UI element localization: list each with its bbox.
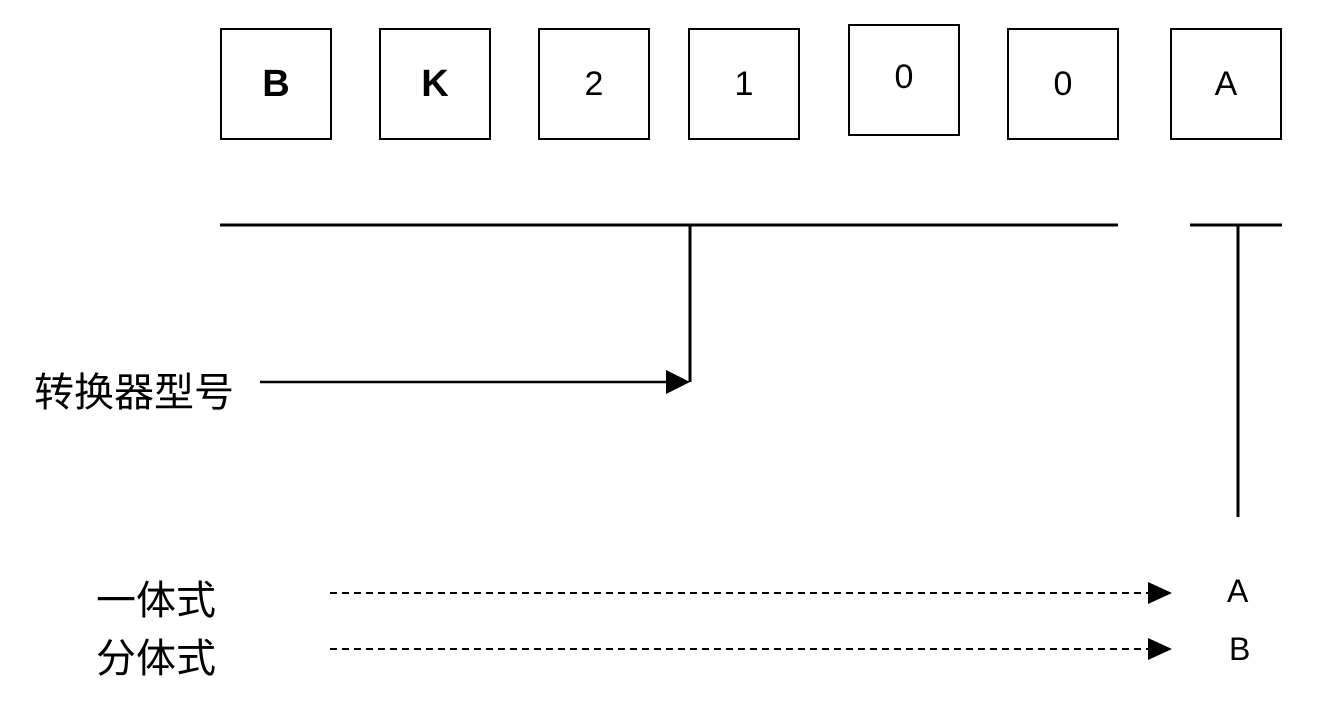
model-label: 转换器型号 bbox=[34, 370, 234, 416]
code-box-5: 0 bbox=[848, 24, 960, 136]
integrated-code: A bbox=[1227, 573, 1249, 609]
code-box-1: B bbox=[220, 28, 332, 140]
split-arrowhead bbox=[1148, 638, 1172, 660]
integrated-label: 一体式 bbox=[96, 578, 216, 624]
code-box-3: 2 bbox=[538, 28, 650, 140]
code-char: B bbox=[262, 62, 290, 105]
code-box-2: K bbox=[379, 28, 491, 140]
code-char: 0 bbox=[1053, 64, 1073, 103]
split-label: 分体式 bbox=[96, 636, 216, 682]
split-code: B bbox=[1229, 631, 1251, 667]
code-char: 0 bbox=[894, 58, 914, 96]
integrated-arrowhead bbox=[1148, 582, 1172, 604]
code-char: A bbox=[1214, 64, 1238, 103]
code-char: 2 bbox=[584, 64, 604, 103]
code-box-4: 1 bbox=[688, 28, 800, 140]
code-char: K bbox=[421, 62, 449, 105]
code-char: 1 bbox=[734, 64, 754, 103]
code-box-7: A bbox=[1170, 28, 1282, 140]
model-arrowhead bbox=[666, 370, 690, 394]
code-box-6: 0 bbox=[1007, 28, 1119, 140]
